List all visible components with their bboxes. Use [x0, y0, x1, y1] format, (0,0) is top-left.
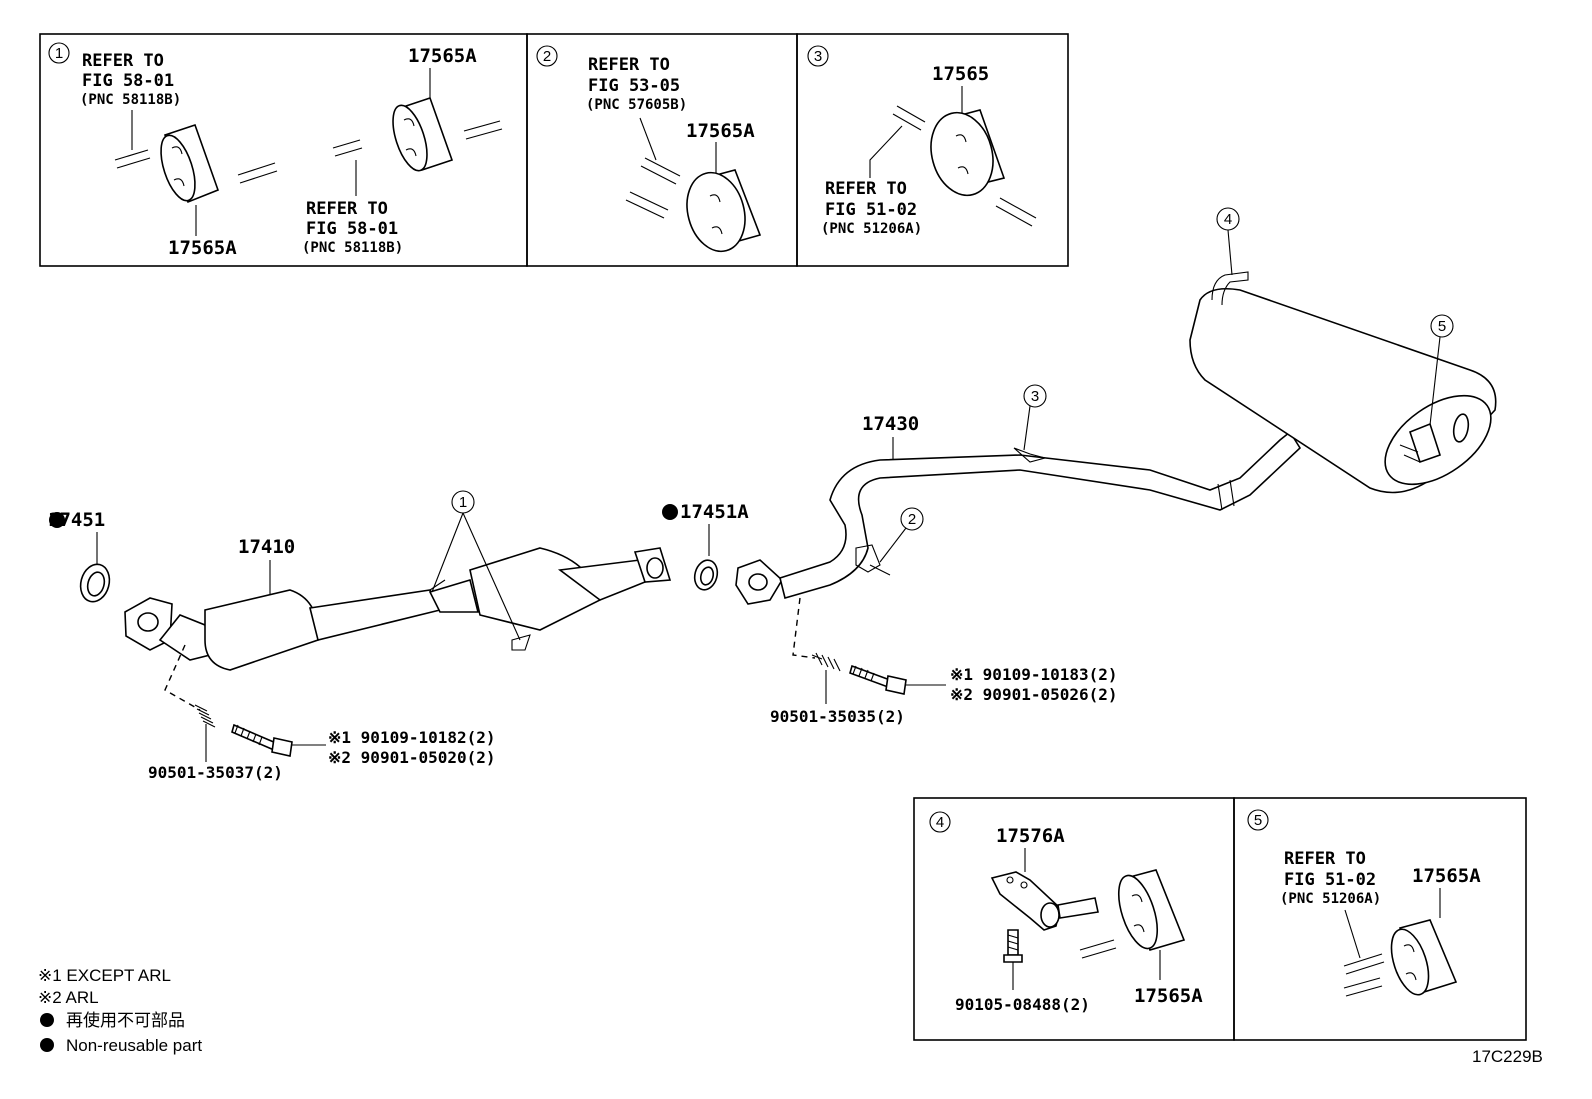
bolt-front-label-2: ※2 90901-05020(2): [328, 748, 496, 767]
callout-3: 3: [1031, 388, 1039, 405]
inset-3-ref-pnc: (PNC 51206A): [821, 221, 922, 237]
tail-pipe-17430: [735, 430, 1302, 605]
bolt-front: [231, 723, 293, 757]
callout-4: 4: [1224, 211, 1232, 228]
hanger-rod-icon: [114, 120, 503, 184]
inset-box-4: 4 17576A 90105-08488(2) 17565A: [913, 797, 1235, 1041]
inset-box-3: 3 17565 REFER TO FIG 51-02 (PNC 51206A): [796, 33, 1069, 267]
bolt-rear: [849, 664, 907, 695]
inset-5-ref-pnc: (PNC 51206A): [1280, 891, 1381, 907]
inset-4-number: 4: [936, 814, 944, 831]
spring-rear: [811, 652, 841, 672]
legend-non-reusable-jp: 再使用不可部品: [66, 1010, 185, 1030]
rubber-hanger-icon: [930, 109, 1006, 197]
inset-2-part: 17565A: [686, 120, 755, 142]
inset-3-ref-line1: REFER TO: [825, 179, 907, 199]
bolt-rear-label-1: ※1 90109-10183(2): [950, 665, 1118, 684]
spring-rear-label: 90501-35035(2): [770, 707, 905, 726]
tail-pipe-label: 17430: [862, 413, 919, 435]
inset-1-ref-a-pnc: (PNC 58118B): [80, 92, 181, 108]
spring-front-label: 90501-35037(2): [148, 763, 283, 782]
non-reusable-dot-icon: [49, 512, 65, 528]
inset-1-ref-b-pnc: (PNC 58118B): [302, 240, 403, 256]
bolt-rear-label-2: ※2 90901-05026(2): [950, 685, 1118, 704]
inset-5-ref-line1: REFER TO: [1284, 849, 1366, 869]
inset-3-ref-line2: FIG 51-02: [825, 200, 917, 220]
rubber-hanger-icon: [686, 169, 762, 253]
inset-box-1: 1 REFER TO FIG 58-01 (PNC 58118B) 17565A…: [39, 33, 528, 267]
inset-4-hanger-label: 17565A: [1134, 985, 1203, 1007]
inset-4-bracket-label: 17576A: [996, 825, 1065, 847]
rubber-hanger-icon: [1117, 869, 1186, 951]
gasket-center: [693, 559, 719, 591]
legend-non-reusable-en: Non-reusable part: [66, 1036, 202, 1055]
inset-box-2: 2 REFER TO FIG 53-05 (PNC 57605B) 17565A: [526, 33, 798, 267]
hanger-rod-icon: [892, 105, 1037, 227]
hanger-bracket: [990, 871, 1099, 931]
inset-3-part: 17565: [932, 63, 989, 85]
figure-id: 17C229B: [1472, 1047, 1543, 1066]
inset-2-ref-pnc: (PNC 57605B): [586, 97, 687, 113]
non-reusable-dot-icon: [40, 1038, 54, 1052]
inset-5-ref-line2: FIG 51-02: [1284, 870, 1376, 890]
rubber-hanger-icon: [1390, 919, 1458, 996]
hanger-rod-icon: [1079, 939, 1117, 959]
legend-note-1: ※1 EXCEPT ARL: [38, 966, 171, 985]
inset-5-part: 17565A: [1412, 865, 1481, 887]
bolt-front-label-1: ※1 90109-10182(2): [328, 728, 496, 747]
main-exhaust-assembly: 17451 17410 1 17451A: [48, 207, 1497, 782]
inset-1-ref-b-line1: REFER TO: [306, 199, 388, 219]
inset-1-number: 1: [55, 45, 63, 62]
hanger-rod-icon: [625, 157, 681, 219]
callout-1: 1: [459, 494, 467, 511]
inset-2-ref-line2: FIG 53-05: [588, 76, 680, 96]
legend: ※1 EXCEPT ARL ※2 ARL 再使用不可部品 Non-reusabl…: [38, 966, 202, 1055]
inset-4-bolt-label: 90105-08488(2): [955, 995, 1090, 1014]
rubber-hanger-icon: [392, 96, 454, 172]
gasket-front: [79, 563, 111, 603]
inset-2-ref-line1: REFER TO: [588, 55, 670, 75]
front-pipe-label: 17410: [238, 536, 295, 558]
inset-5-number: 5: [1254, 812, 1262, 829]
callout-5: 5: [1438, 318, 1446, 335]
front-pipe-17410: [124, 547, 672, 671]
spring-front: [194, 704, 216, 728]
gasket-center-label: 17451A: [680, 501, 749, 523]
inset-3-number: 3: [814, 48, 822, 65]
rubber-hanger-icon: [160, 123, 220, 204]
muffler: [1189, 271, 1497, 494]
legend-note-2: ※2 ARL: [38, 988, 99, 1007]
hanger-rod-icon: [1343, 953, 1385, 997]
inset-1-part-bottom: 17565A: [168, 237, 237, 259]
bolt-bracket: [1003, 929, 1023, 963]
inset-box-5: 5 REFER TO FIG 51-02 (PNC 51206A) 17565A: [1233, 797, 1527, 1041]
inset-2-number: 2: [543, 48, 551, 65]
non-reusable-dot-icon: [662, 504, 678, 520]
inset-1-ref-b-line2: FIG 58-01: [306, 219, 398, 239]
callout-2: 2: [908, 511, 916, 528]
non-reusable-dot-icon: [40, 1013, 54, 1027]
inset-1-ref-a-line1: REFER TO: [82, 51, 164, 71]
inset-1-ref-a-line2: FIG 58-01: [82, 71, 174, 91]
inset-1-part-top: 17565A: [408, 45, 477, 67]
